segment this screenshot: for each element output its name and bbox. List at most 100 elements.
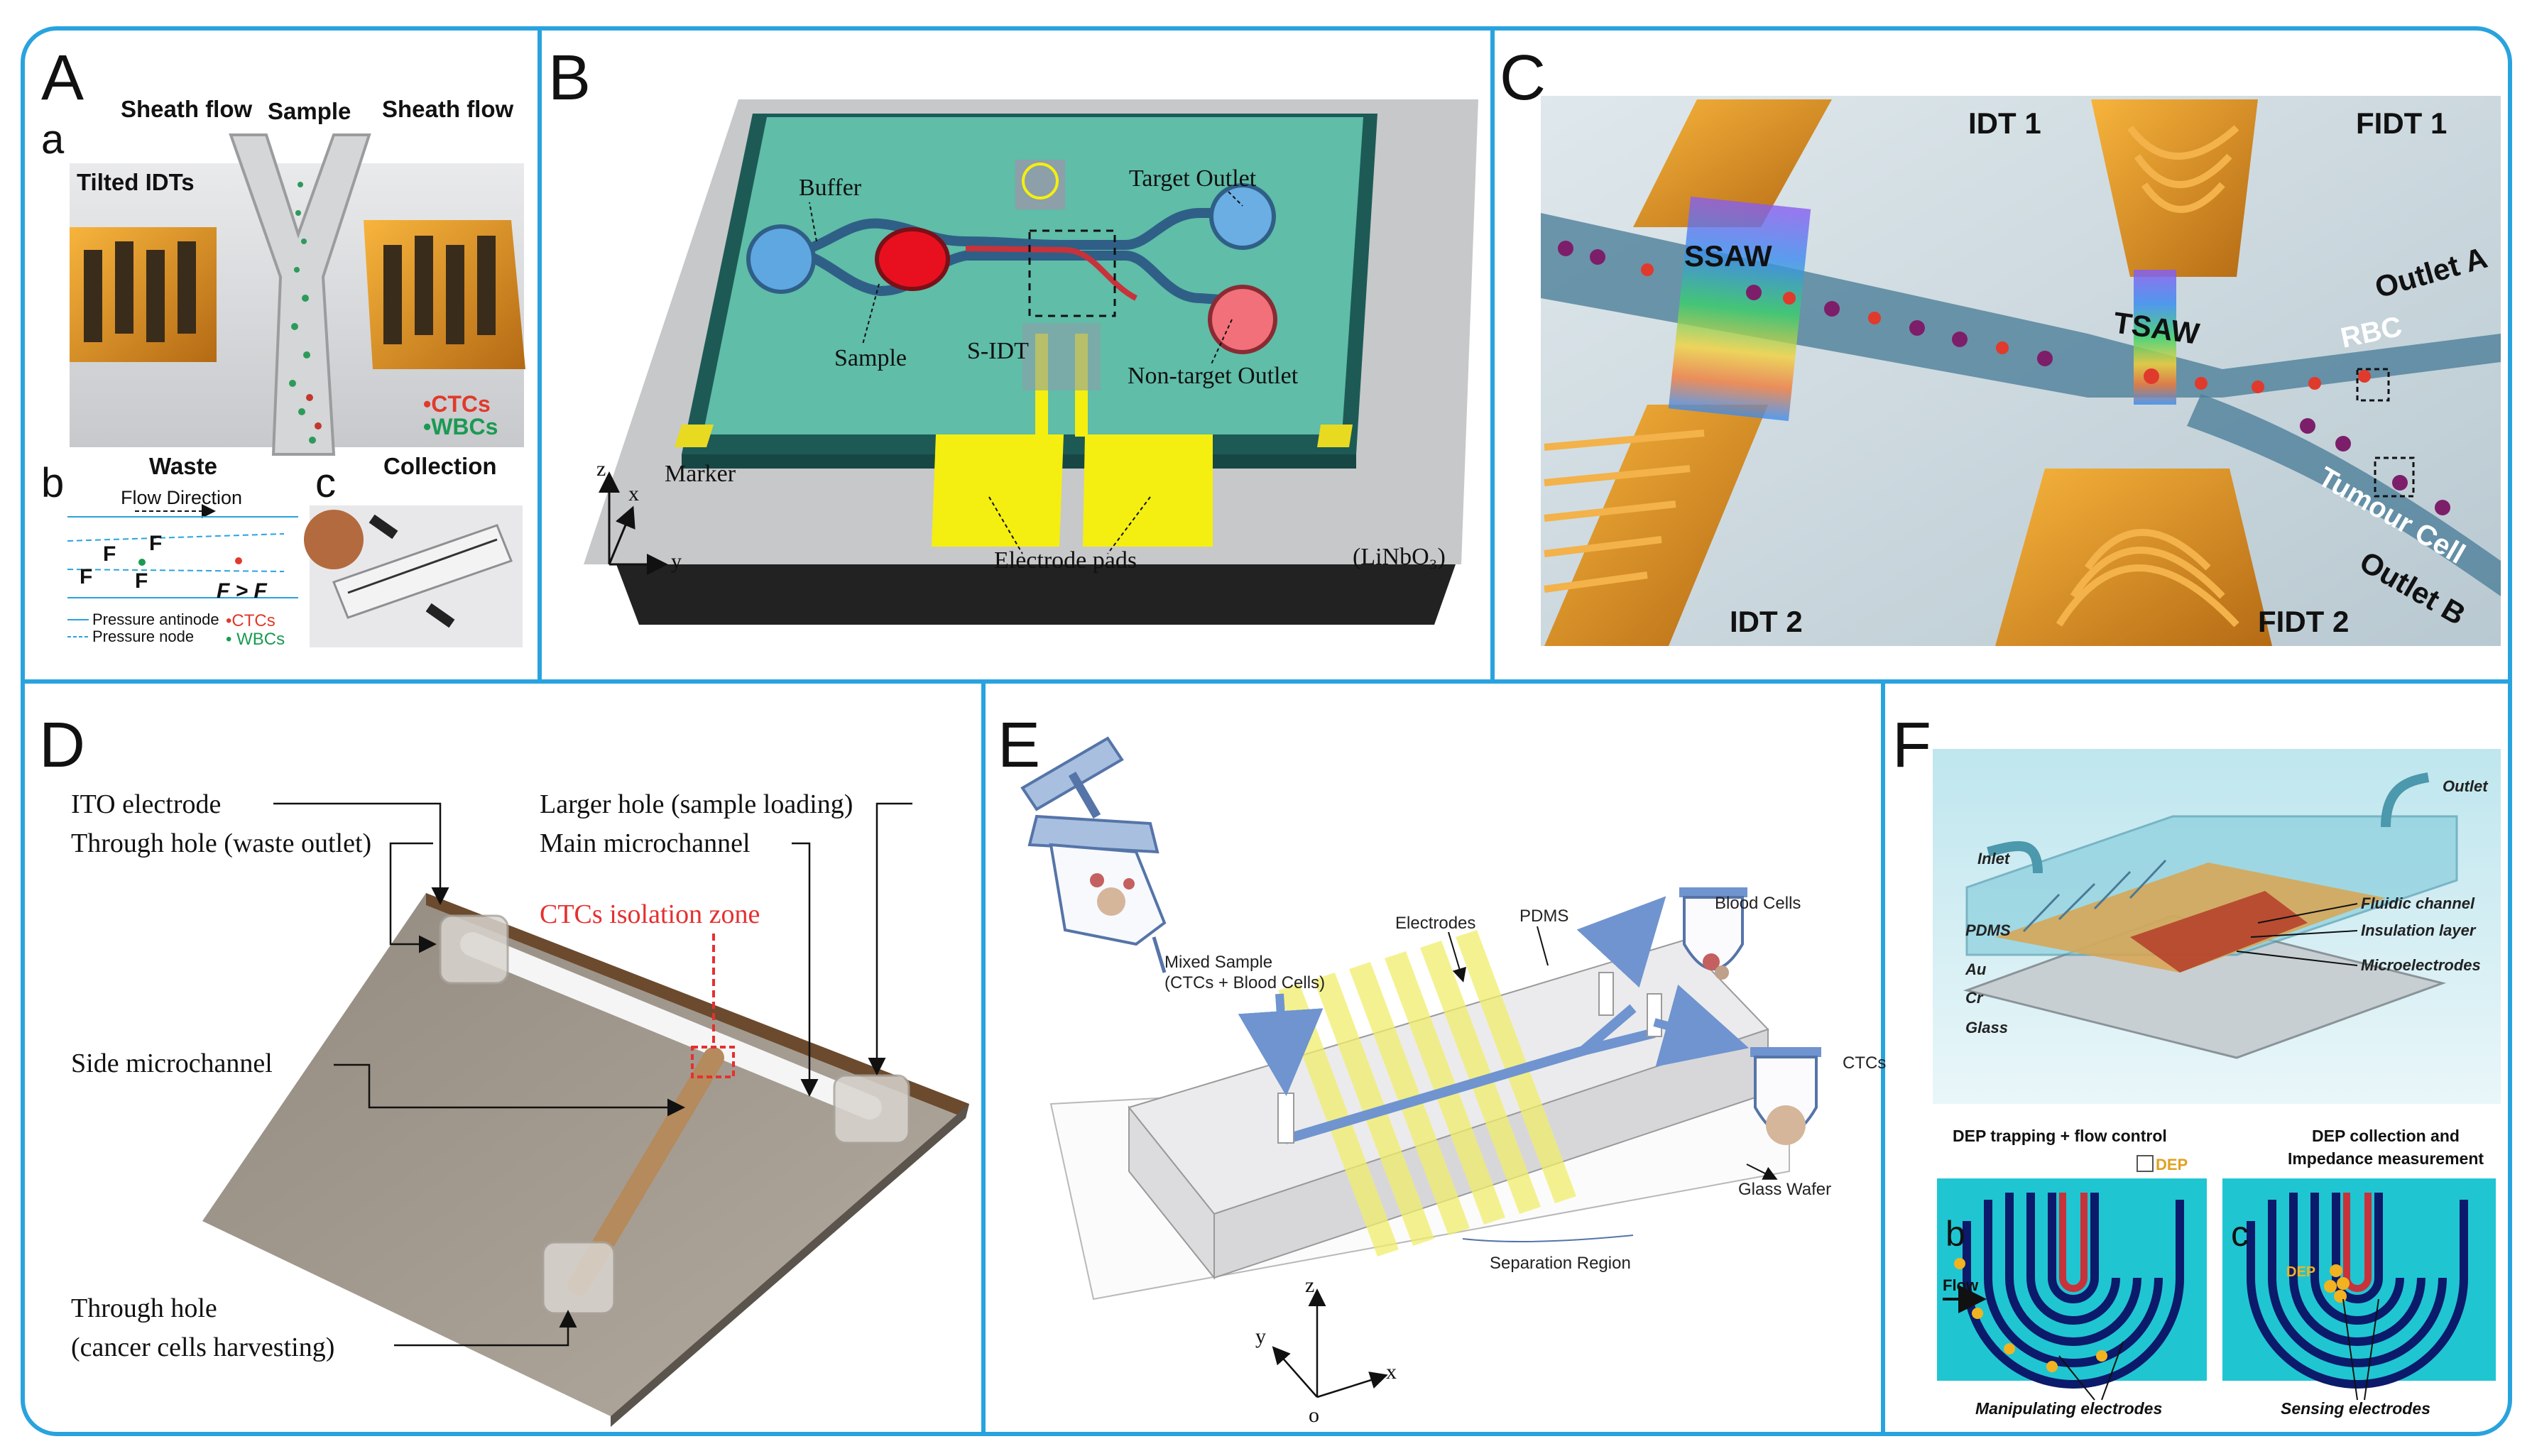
axis-x-b: x [628, 482, 639, 505]
separation-channel [1284, 1004, 1656, 1144]
idt-pads-c [1544, 99, 2272, 646]
label-pdms: PDMS [1519, 907, 1568, 926]
panel-f-letter: F [1892, 710, 1931, 781]
label-dep-collection-1: DEP collection and [2312, 1127, 2460, 1145]
label-mixed-sample-2: (CTCs + Blood Cells) [1164, 973, 1325, 992]
syringe [1020, 736, 1167, 973]
electrode-strips-f [1995, 859, 2386, 973]
channel-network [746, 160, 1277, 354]
particles-c [1558, 241, 2450, 515]
force-f-dc: F [135, 569, 148, 593]
axes-e: z y x o [1255, 1274, 1397, 1427]
electrode-pads [932, 323, 1213, 547]
label-larger-hole: Larger hole (sample loading) [540, 789, 853, 819]
inlet-tube [1987, 841, 2043, 874]
label-dep-badge: DEP [2156, 1156, 2188, 1173]
label-microelectrodes: Microelectrodes [2361, 956, 2481, 974]
panel-d: D ITO electrode Through hole (waste outl… [39, 710, 969, 1427]
legend-ctcs-b: •CTCs [226, 611, 275, 630]
target-well [1209, 183, 1276, 250]
legend-pressure-antinode: Pressure antinode [92, 611, 219, 628]
label-flow: Flow [1943, 1276, 1979, 1294]
label-target-outlet: Target Outlet [1129, 165, 1257, 192]
label-cr: Cr [1965, 989, 1984, 1007]
device-photo [304, 505, 523, 647]
label-dep-trapping: DEP trapping + flow control [1953, 1127, 2167, 1145]
label-collection: Collection [383, 453, 497, 479]
label-s-idt: S-IDT [967, 338, 1029, 364]
label-through-waste: Through hole (waste outlet) [71, 828, 371, 858]
force-f-dw: F [80, 565, 92, 589]
tube-blood [1679, 887, 1747, 980]
label-sheath-right: Sheath flow [382, 96, 514, 122]
label-outlet-f: Outlet [2443, 777, 2489, 795]
label-pdms-f: PDMS [1965, 921, 2011, 939]
panel-a: A a Sheath flow Sample Sheath flow Tilte… [41, 43, 525, 649]
panel-a-sub-a: a [41, 116, 65, 163]
panel-c: C IDT 1 FIDT 1 IDT 2 FIDT 2 SSAW T [1500, 43, 2501, 646]
outlet-b-channel [2187, 394, 2501, 596]
label-glass-f: Glass [1965, 1019, 2008, 1036]
axis-y-b: y [671, 549, 682, 573]
label-sheath-left: Sheath flow [121, 96, 253, 122]
label-glass-wafer: Glass Wafer [1738, 1180, 1831, 1199]
label-through-cancer-2: (cancer cells harvesting) [71, 1332, 334, 1362]
panel-f-sub-b: b [1946, 1214, 1965, 1254]
flow-diagram: Flow Direction F F F F F > F Pressure an… [67, 487, 298, 649]
label-dep-collection-2: Impedance measurement [2288, 1149, 2484, 1168]
sample-well [875, 227, 950, 291]
label-substrate: (LiNbO₃) [1353, 544, 1446, 570]
axis-o-e: o [1309, 1403, 1319, 1427]
label-insulation-layer: Insulation layer [2361, 921, 2477, 939]
panel-e: E [998, 710, 1886, 1427]
label-idt2: IDT 2 [1730, 605, 1803, 638]
label-side-microchannel: Side microchannel [71, 1049, 273, 1078]
label-tilted-idts: Tilted IDTs [77, 169, 195, 195]
label-sample-b: Sample [834, 345, 907, 371]
force-f-ac: F [149, 532, 162, 555]
label-dep-small: DEP [2286, 1264, 2315, 1280]
label-sample: Sample [268, 98, 351, 124]
buffer-well [746, 224, 816, 294]
panel-a-sub-b: b [41, 460, 64, 506]
label-electrode-pads: Electrode pads [994, 547, 1137, 574]
tilted-idt-right [364, 220, 525, 369]
axis-x-e: x [1386, 1360, 1397, 1384]
electrode-view-c: c DEP [2222, 1178, 2496, 1389]
axes-b: z x y [596, 457, 682, 575]
axis-z-e: z [1305, 1274, 1314, 1297]
substrate-bottom [616, 564, 1456, 625]
electrode-view-b: b Flow [1937, 1178, 2207, 1389]
panel-f: F a Outlet Inlet Fluidic channel Insulat… [1892, 710, 2501, 1418]
panel-f-sub-c: c [2231, 1214, 2249, 1254]
label-ito-electrode: ITO electrode [71, 789, 221, 819]
label-electrodes: Electrodes [1395, 914, 1475, 933]
label-fidt2: FIDT 2 [2258, 605, 2349, 638]
outlet-tube [2381, 772, 2430, 828]
label-main-microchannel: Main microchannel [540, 828, 751, 858]
panel-a-sub-c: c [315, 460, 336, 506]
axis-z-b: z [596, 457, 606, 481]
label-manipulating-electrodes: Manipulating electrodes [1975, 1399, 2162, 1418]
label-fidt1: FIDT 1 [2356, 106, 2447, 140]
label-idt1: IDT 1 [1968, 106, 2041, 140]
label-nontarget-outlet: Non-target Outlet [1128, 363, 1299, 389]
label-flow-direction: Flow Direction [121, 487, 242, 508]
panel-e-letter: E [998, 710, 1040, 781]
label-separation-region: Separation Region [1490, 1254, 1631, 1273]
chip-substrate [202, 893, 969, 1416]
force-f-aw: F [103, 542, 116, 566]
label-waste: Waste [149, 453, 217, 479]
label-mixed-sample-1: Mixed Sample [1164, 953, 1272, 972]
legend-pressure-node: Pressure node [92, 628, 194, 645]
panel-b: B Buffer Target Ou [548, 43, 1480, 646]
force-inequality: F > F [217, 579, 268, 603]
label-ctcs-isolation-zone: CTCs isolation zone [540, 899, 760, 929]
tube-ctcs [1750, 1047, 1821, 1145]
legend-wbcs-a: •WBCs [423, 414, 498, 439]
chamber-floor [703, 117, 1363, 434]
label-through-cancer-1: Through hole [71, 1293, 217, 1323]
label-ctcs-e: CTCs [1843, 1053, 1886, 1073]
legend-wbcs-b: • WBCs [226, 630, 285, 649]
